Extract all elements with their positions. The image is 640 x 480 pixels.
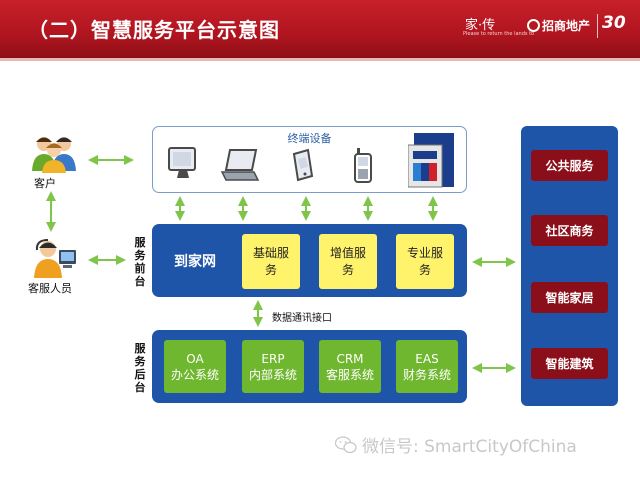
service-community-commerce: 社区商务: [531, 215, 608, 246]
system-oa: OA 办公系统: [164, 340, 226, 393]
service-front-platform: 到家网 基础服务 增值服务 专业服务: [152, 224, 467, 297]
system-code: OA: [186, 351, 204, 366]
service-smart-home: 智能家居: [531, 282, 608, 313]
system-code: ERP: [261, 351, 285, 366]
company-logo-icon: [527, 19, 540, 32]
handheld-terminal-icon: [292, 148, 314, 182]
wechat-watermark: 微信号: SmartCityOfChina: [362, 437, 577, 457]
service-staff-icon: [34, 239, 76, 278]
service-public: 公共服务: [531, 150, 608, 181]
system-name: 客服系统: [325, 367, 374, 382]
system-name: 办公系统: [170, 367, 219, 382]
bank-card-icon: [408, 133, 454, 188]
page-title: （二）智慧服务平台示意图: [28, 18, 280, 42]
system-erp: ERP 内部系统: [242, 340, 304, 393]
front-side-label: 服务前台: [134, 236, 146, 288]
terminal-title: 终端设备: [287, 132, 332, 145]
customer-group-icon: [32, 137, 76, 173]
system-code: EAS: [415, 351, 439, 366]
company-name: 招商地产: [542, 19, 591, 33]
brand-tagline: Please to return the lands to: [463, 31, 535, 37]
module-basic-service: 基础服务: [242, 234, 300, 289]
system-name: 财务系统: [402, 367, 451, 382]
module-professional-service: 专业服务: [396, 234, 454, 289]
desktop-monitor-icon: [168, 147, 196, 178]
brand-calligraphy-logo: 家·传: [465, 18, 496, 33]
system-name: 内部系统: [248, 367, 297, 382]
laptop-icon: [220, 149, 260, 181]
system-code: CRM: [336, 351, 364, 366]
service-smart-building: 智能建筑: [531, 348, 608, 379]
header-divider: [0, 58, 640, 61]
services-panel: 公共服务 社区商务 智能家居 智能建筑: [521, 126, 618, 406]
module-value-added-service: 增值服务: [319, 234, 377, 289]
logo-separator: [597, 14, 598, 38]
service-back-platform: OA 办公系统 ERP 内部系统 CRM 客服系统 EAS 财务系统: [152, 330, 467, 403]
anniversary-badge: 30: [602, 13, 626, 33]
wechat-icon: [335, 436, 357, 454]
data-interface-label: 数据通讯接口: [272, 313, 332, 324]
customer-label: 客户: [34, 177, 56, 190]
service-staff-label: 客服人员: [28, 282, 72, 295]
mobile-phone-icon: [354, 148, 372, 183]
system-crm: CRM 客服系统: [319, 340, 381, 393]
back-side-label: 服务后台: [134, 342, 146, 394]
platform-name: 到家网: [174, 254, 216, 270]
system-eas: EAS 财务系统: [396, 340, 458, 393]
